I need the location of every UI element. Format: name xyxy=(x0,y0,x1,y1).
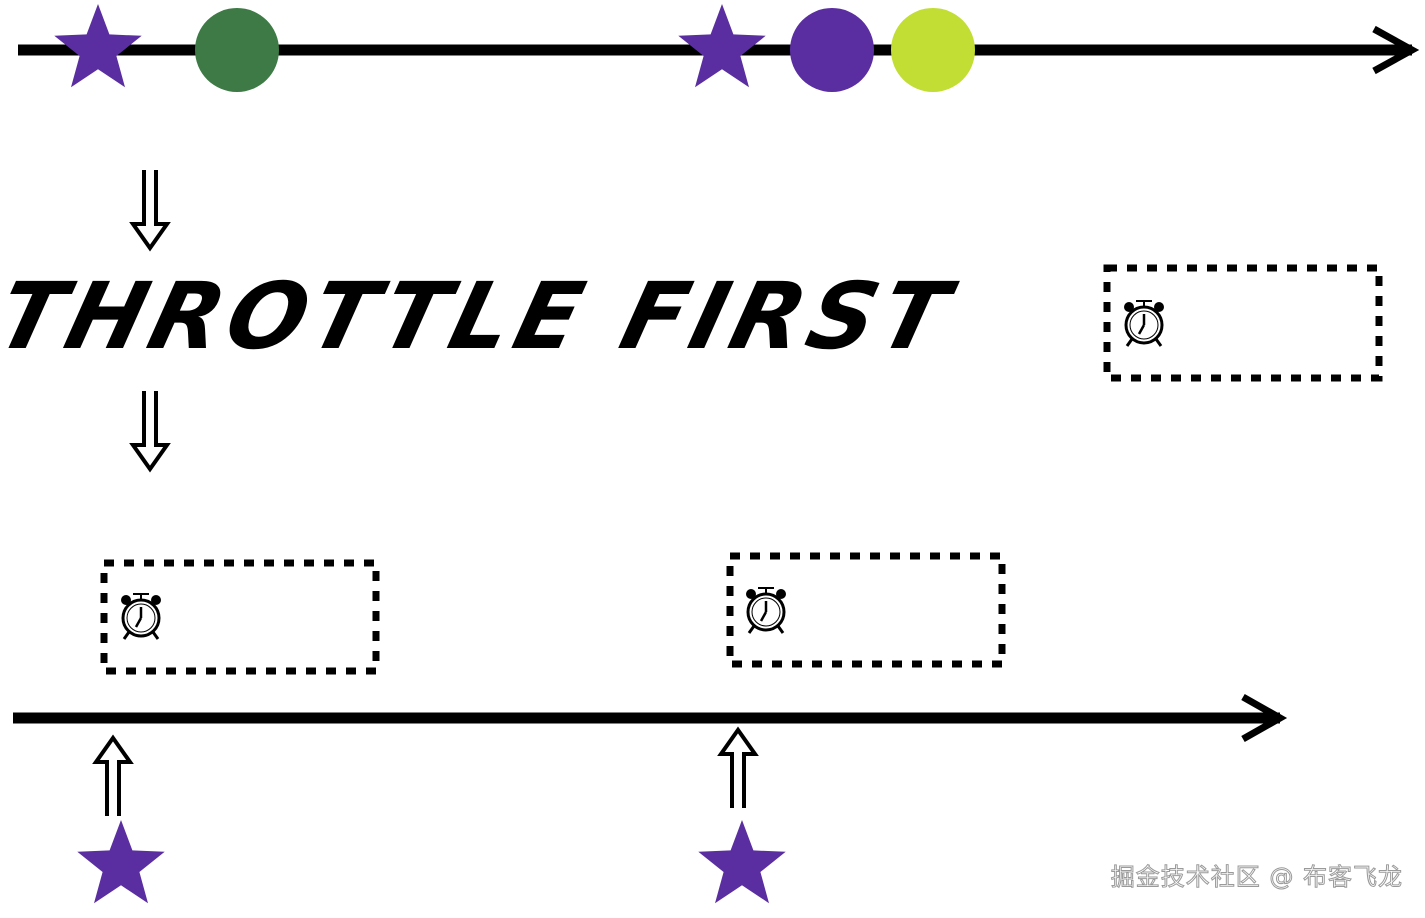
alarm-clock-icon xyxy=(744,586,788,635)
throttle-window-box xyxy=(100,559,380,675)
alarm-clock-icon xyxy=(119,592,163,641)
double-arrow-down-icon xyxy=(131,168,169,250)
output-timeline-arrowhead xyxy=(1241,693,1288,743)
input-timeline-arrowhead xyxy=(1372,25,1420,75)
input-stream-items xyxy=(54,4,975,92)
star-icon xyxy=(698,820,786,904)
alarm-clock-icon xyxy=(1122,299,1166,348)
throttle-window-box xyxy=(726,552,1006,668)
star-icon xyxy=(77,820,165,904)
double-arrow-down-icon xyxy=(131,389,169,471)
event-circle xyxy=(891,8,975,92)
double-arrow-up-icon xyxy=(94,736,132,818)
throttle-window-box xyxy=(1103,264,1383,382)
watermark: 掘金技术社区 @ 布客飞龙 xyxy=(1110,863,1403,892)
event-circle xyxy=(195,8,279,92)
event-circle xyxy=(790,8,874,92)
double-arrow-up-icon xyxy=(719,728,757,810)
star-icon xyxy=(678,4,766,88)
diagram-title: THROTTLE FIRST xyxy=(0,263,965,370)
output-stream-items xyxy=(77,820,786,904)
star-icon xyxy=(54,4,142,88)
